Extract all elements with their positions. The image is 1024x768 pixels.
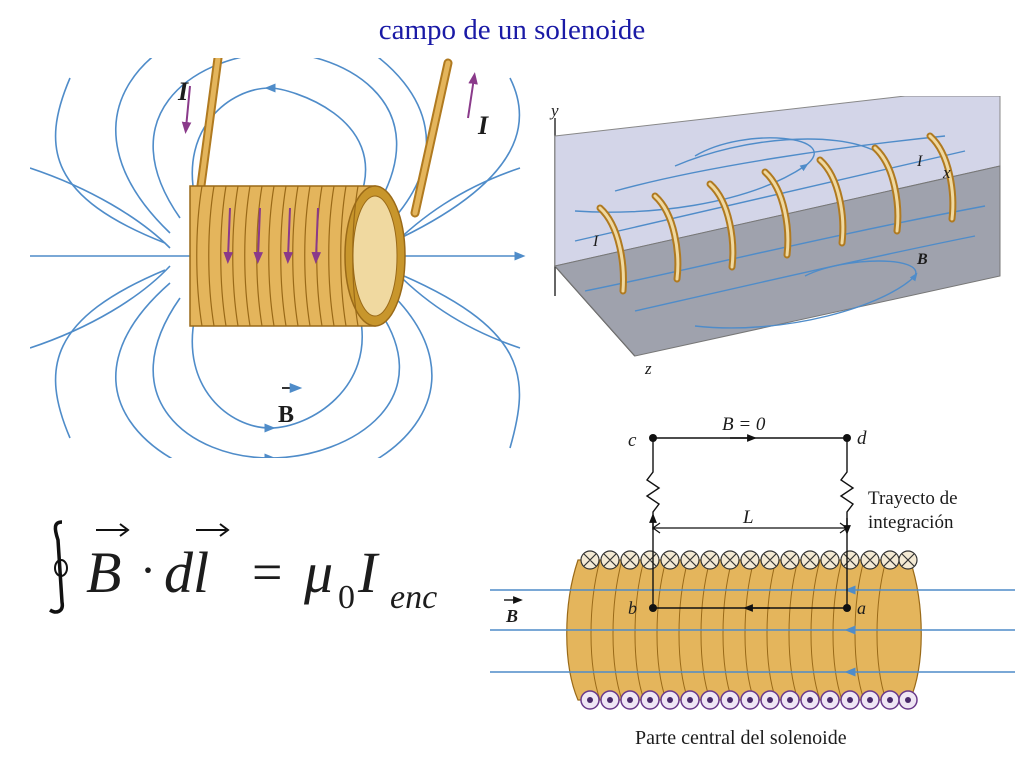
path-label-line2: integración [868, 512, 954, 533]
figure-caption: Parte central del solenoide [635, 727, 847, 749]
page-title: campo de un solenoide [378, 14, 646, 46]
field-label-fig3: B [505, 606, 518, 626]
corner-d: d [857, 428, 867, 449]
corner-c: c [628, 430, 637, 451]
length-label: L [742, 507, 754, 528]
eq-equals: = [252, 542, 282, 602]
eq-mu-sub: 0 [338, 579, 355, 616]
eq-i-sub: enc [390, 579, 437, 616]
axis-y-label: y [549, 101, 559, 120]
field-label-fig2: B [916, 251, 928, 268]
axis-z-label: z [644, 359, 652, 378]
path-label-line1: Trayecto de [868, 488, 958, 509]
corner-b: b [628, 598, 637, 618]
eq-b: B [86, 540, 121, 605]
current-label-left: I [177, 77, 189, 106]
axis-x-label: x [942, 163, 951, 182]
b-zero-label: B = 0 [722, 414, 766, 435]
cross-section-figure: y x z I I B [549, 96, 1001, 378]
eq-i: I [357, 540, 380, 605]
current-label-left-fig2: I [592, 233, 599, 250]
eq-dot: · [140, 544, 156, 597]
current-label-right: I [477, 111, 489, 140]
field-label-fig1: B [278, 402, 294, 428]
eq-mu: μ [303, 540, 333, 605]
ampere-law-equation: B · dl = μ 0 I enc [49, 520, 437, 616]
solenoid-field-figure: I I B [30, 58, 526, 458]
eq-dl: dl [164, 540, 209, 605]
current-label-top: I [916, 153, 923, 170]
integration-path-figure: B = 0 c d b a L Trayecto de integración … [490, 414, 1015, 749]
corner-a: a [857, 598, 866, 618]
